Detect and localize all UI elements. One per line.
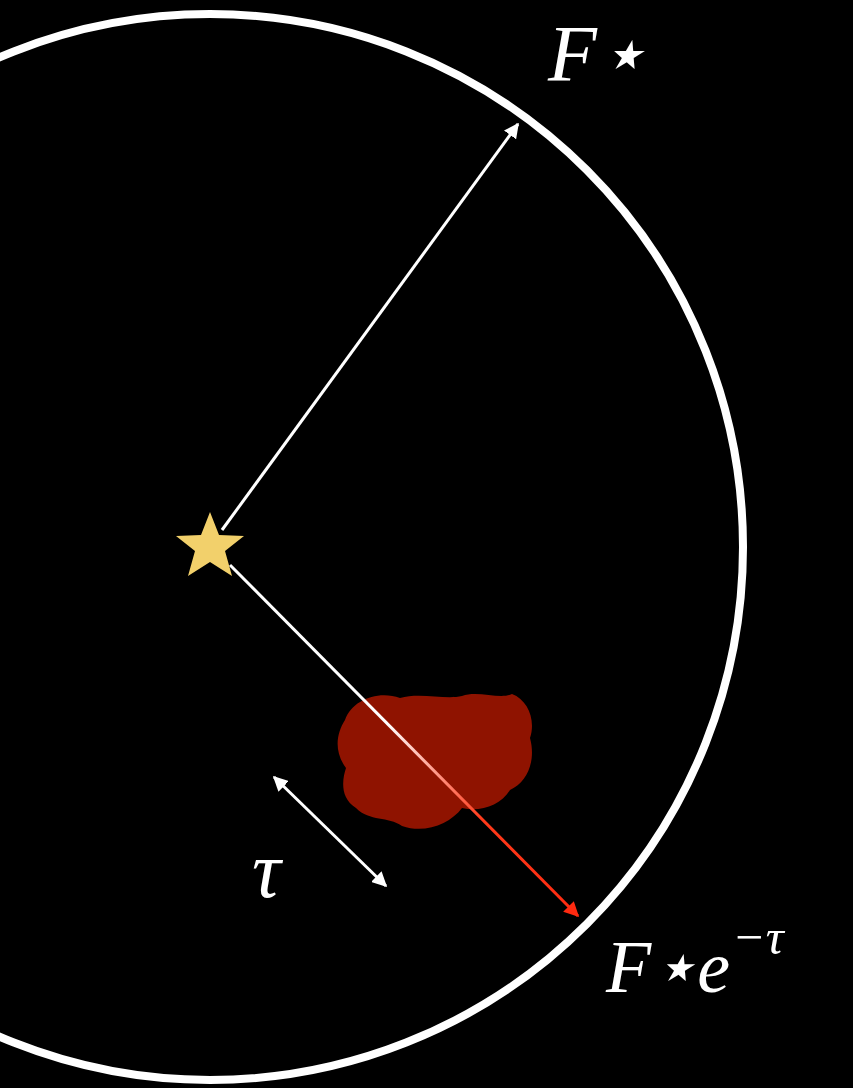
flux-arrow: [222, 124, 518, 530]
attenuated-flux-label: F⋆e: [606, 930, 730, 1004]
sphere-outline: [0, 14, 743, 1080]
exponent-label: −τ: [732, 912, 784, 962]
star-symbol: [176, 512, 244, 576]
depth-arrow: [274, 777, 386, 886]
optical-depth-label: τ: [252, 830, 281, 910]
attenuated-arrow: [230, 565, 578, 916]
flux-label: F⋆: [548, 14, 647, 94]
dust-cloud: [338, 694, 532, 829]
